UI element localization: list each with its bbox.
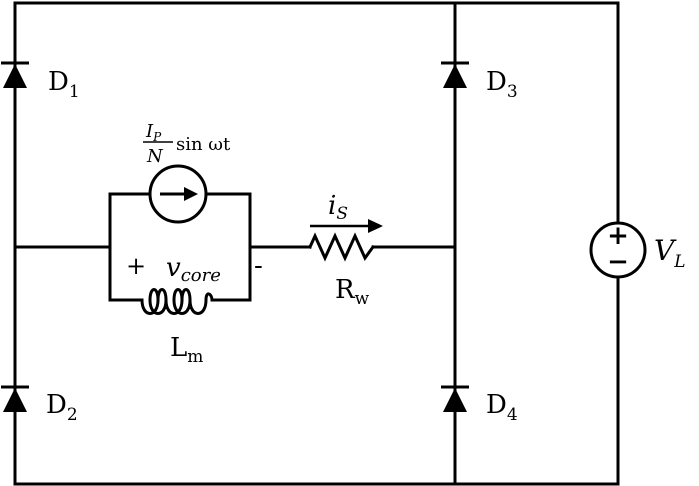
inductor-label: Lm [170,333,203,367]
core-voltage-minus: - [254,251,263,281]
current-source-numerator: IP [145,121,162,144]
resistor-label: Rw [335,275,370,309]
diode-d4 [441,385,469,412]
current-source-denominator: N [146,146,164,167]
voltage-source-minus: − [607,247,629,277]
voltage-source-plus: + [607,221,629,251]
diode-d3-label: D3 [486,67,518,102]
core-voltage-label: vcore [166,253,221,286]
current-arrow [310,219,383,233]
current-source-function: sin ωt [176,134,231,155]
wires [13,1,620,486]
inductor [140,288,214,315]
current-label: iS [328,191,348,224]
core-voltage-plus: + [126,252,146,280]
diode-d1-label: D1 [48,67,80,102]
voltage-source [589,221,647,279]
diode-d2-label: D2 [46,390,78,425]
diode-d4-label: D4 [486,390,518,425]
diode-d3 [441,61,469,88]
current-source [148,164,208,224]
diode-d1 [1,61,29,88]
current-source-label: IP N sin ωt [143,121,231,167]
diode-d2 [1,385,29,412]
resistor [308,232,376,262]
voltage-source-label: VL [654,234,686,272]
